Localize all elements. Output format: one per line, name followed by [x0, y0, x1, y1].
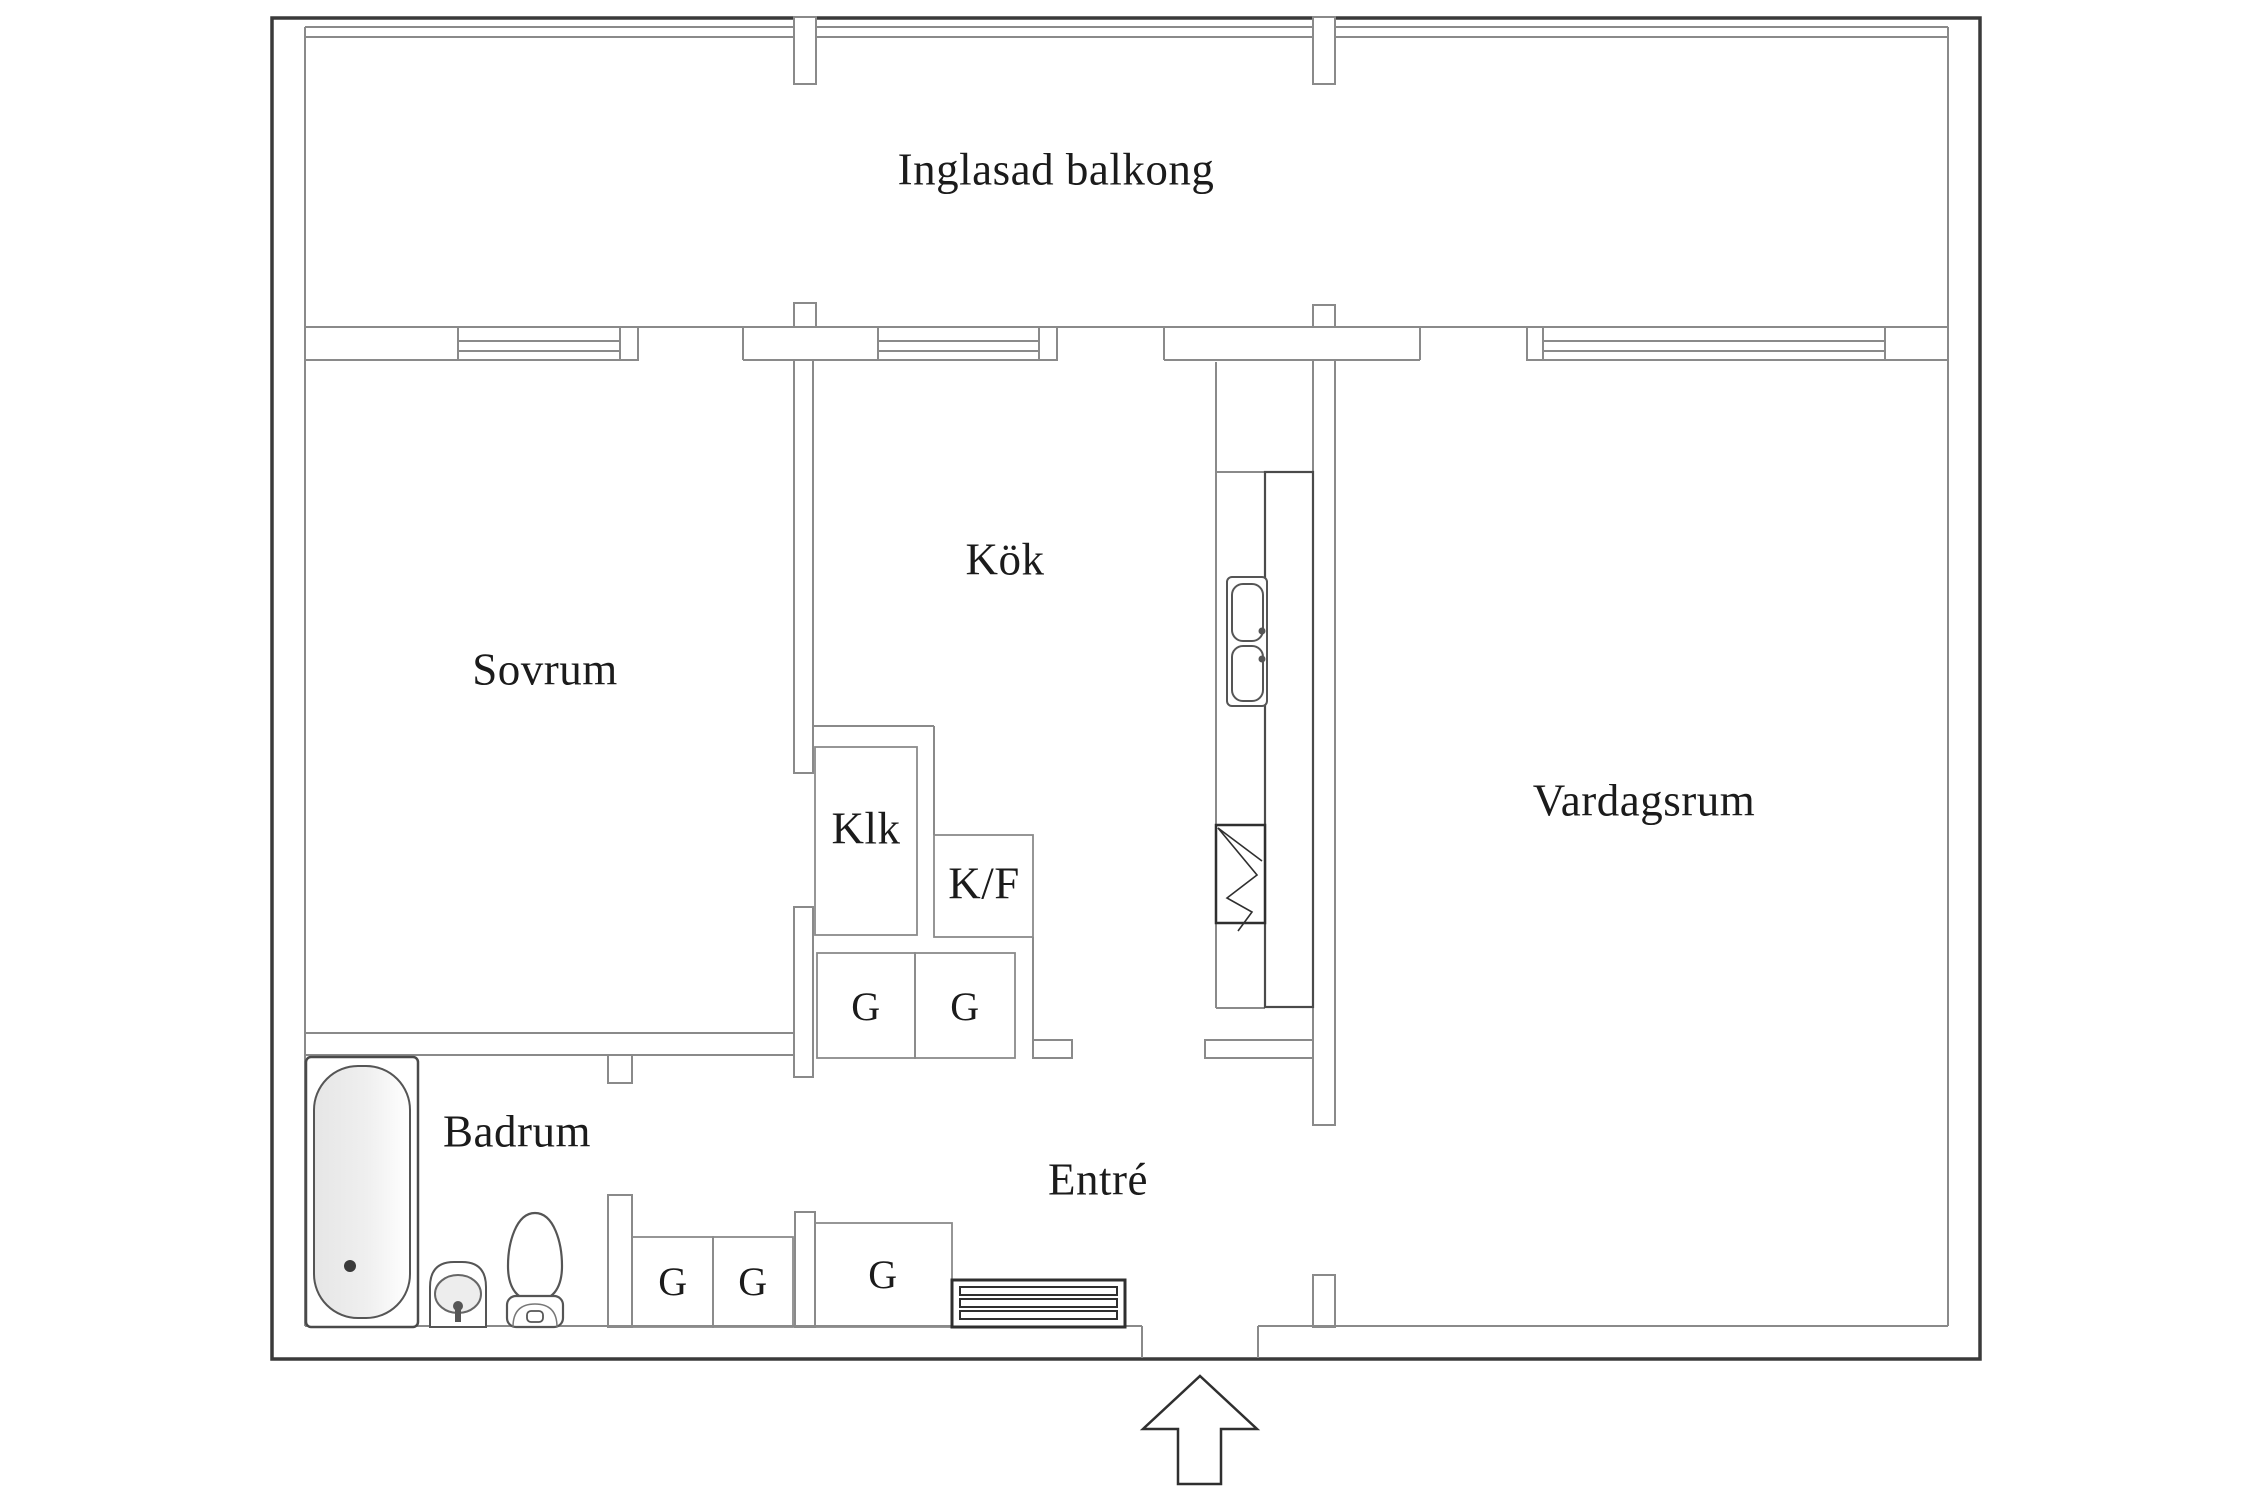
wardrobe-label: G [950, 984, 980, 1029]
wall-stub [1312, 304, 1336, 328]
kitchen-sink-icon [1226, 576, 1268, 707]
room-label-living-room: Vardagsrum [1532, 775, 1756, 826]
wardrobe-label: G [658, 1259, 688, 1304]
interior-walls [304, 359, 1336, 1328]
wardrobe-box [814, 1222, 953, 1328]
fridge-freezer-box [933, 834, 1034, 938]
wall-bedroom-kitchen-lower [793, 906, 814, 1078]
room-label-bathroom: Badrum [443, 1106, 591, 1157]
hall-wardrobe-wall [794, 1211, 816, 1328]
window-end-block [1526, 326, 1544, 361]
outer-boundary [270, 16, 1982, 1361]
tall-cabinet-icon [1263, 470, 1315, 1009]
bathroom-door-jamb-top [607, 1054, 633, 1084]
bottom-wall [305, 1325, 1948, 1358]
room-label-bedroom: Sovrum [472, 644, 618, 695]
window-icon [878, 340, 1039, 352]
window-icon [1543, 340, 1885, 352]
kitchen-doorway-jamb-right [1204, 1039, 1314, 1059]
wall-bedroom-kitchen-upper [793, 359, 814, 774]
closet-box [814, 746, 918, 936]
kitchen-closet-walls [813, 725, 1034, 1040]
glazing-mullion-icon [1312, 16, 1336, 85]
wall-livingroom-door-jamb [1312, 1274, 1336, 1328]
window-end-block [619, 326, 639, 361]
window-icon [458, 340, 620, 352]
wardrobe-label: G [868, 1252, 898, 1297]
balcony-wall [305, 326, 1948, 361]
wall-bedroom-bottom [304, 1032, 795, 1056]
wardrobe-label: G [738, 1259, 768, 1304]
balcony-glazing [305, 26, 1948, 38]
kitchen-doorway-jamb-left [1032, 1039, 1073, 1059]
glazing-mullion-icon [793, 16, 817, 85]
room-label-entrance: Entré [1048, 1154, 1148, 1205]
wardrobe-box [914, 952, 1016, 1059]
doormat-icon [950, 1278, 1127, 1329]
room-label-balcony: Inglasad balkong [897, 144, 1215, 195]
room-label-closet: Klk [831, 803, 901, 854]
toilet-icon [505, 1211, 565, 1329]
wall-kitchen-livingroom [1312, 359, 1336, 1126]
window-end-block [1038, 326, 1058, 361]
bathtub-drain [344, 1260, 356, 1272]
wardrobe-box [712, 1236, 794, 1328]
room-label-kitchen: Kök [965, 534, 1045, 585]
stove-icon [1214, 823, 1267, 932]
bathroom-wall-lower [607, 1194, 633, 1328]
wardrobe-label: G [851, 984, 881, 1029]
entrance-arrow-icon [1139, 1374, 1261, 1486]
bathtub-icon [304, 1055, 420, 1329]
wall-stub [793, 302, 817, 328]
room-label-fridge-freezer: K/F [948, 858, 1020, 909]
washbasin-icon [429, 1261, 487, 1328]
